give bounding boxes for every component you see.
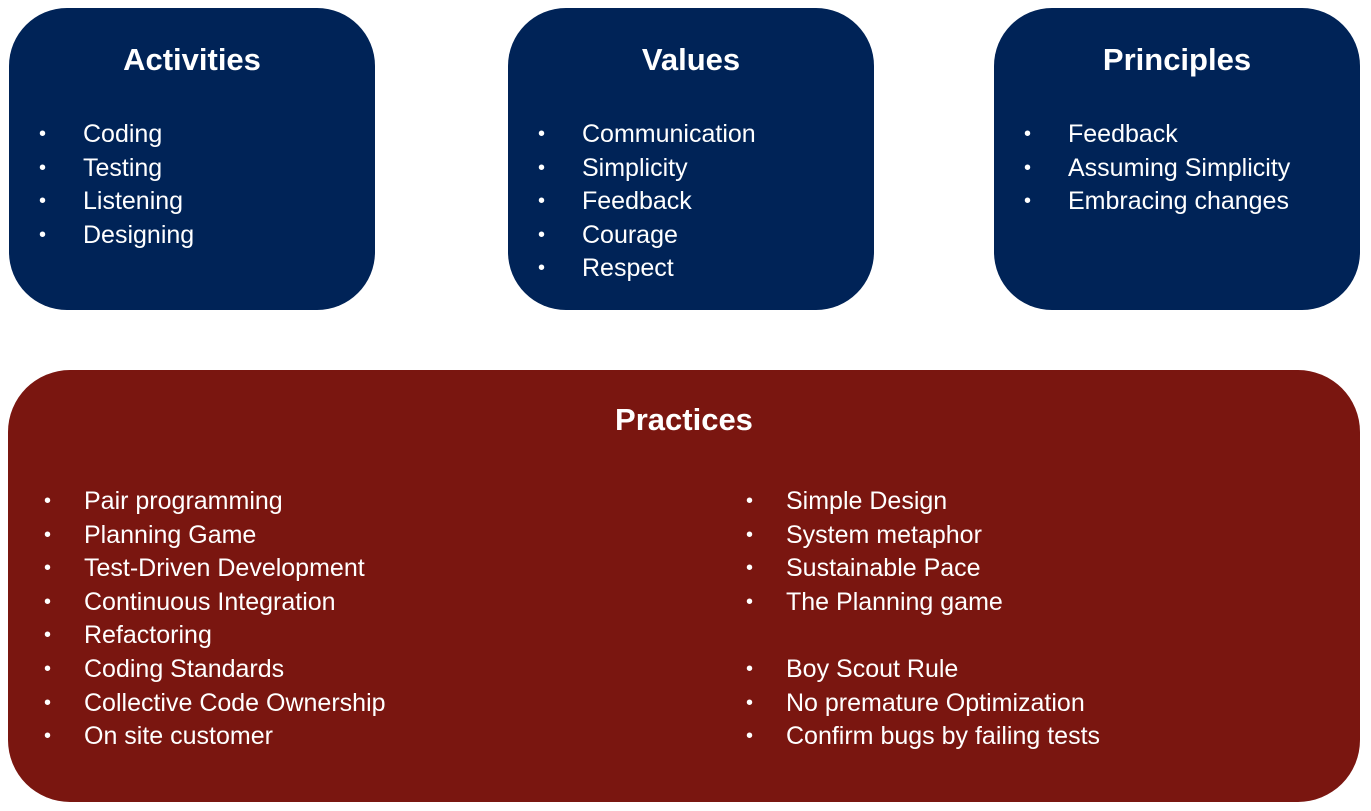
bullet-icon: • (39, 223, 47, 246)
bullet-icon: • (538, 223, 546, 246)
list-item-text: Continuous Integration (84, 587, 336, 616)
bullet-icon: • (538, 190, 546, 213)
list-item-text: Embracing changes (1068, 187, 1289, 216)
bullet-icon: • (44, 557, 52, 580)
principles-title: Principles (1102, 42, 1252, 77)
list-item-text: No premature Optimization (786, 688, 1085, 717)
principles-box: Principles • Feedback • Assuming Simplicity… (994, 8, 1360, 310)
bullet-icon: • (44, 725, 52, 748)
bullet-icon: • (44, 490, 52, 512)
list-item-text: Confirm bugs by failing tests (786, 722, 1101, 751)
bullet-icon: • (538, 123, 546, 145)
list-item-text: Feedback (582, 187, 692, 216)
list-item-text: Assuming Simplicity (1068, 153, 1291, 182)
bullet-icon: • (538, 156, 546, 179)
bullet-icon: • (44, 624, 52, 647)
bullet-icon: • (746, 490, 754, 512)
values-box: Values • Communication • Simplicity • Feedbac… (508, 8, 874, 310)
list-item-text: Feedback (1068, 120, 1178, 148)
bullet-icon: • (44, 590, 52, 613)
list-item-text: Coding (83, 120, 163, 148)
bullet-icon: • (1024, 190, 1032, 213)
bullet-icon: • (538, 257, 546, 280)
bullet-icon: • (44, 691, 52, 714)
list-item-text: Coding Standards (84, 654, 285, 683)
bullet-icon: • (746, 523, 754, 546)
bullet-icon: • (44, 657, 52, 680)
list-item-text: Sustainable Pace (786, 554, 981, 583)
bullet-icon: • (746, 557, 754, 580)
list-item-text: Simple Design (786, 487, 948, 515)
list-item-text: System metaphor (786, 520, 982, 549)
list-item-text: Boy Scout Rule (786, 654, 959, 683)
bullet-icon: • (1024, 156, 1032, 179)
list-item-text: Courage (582, 220, 678, 249)
list-item-text: Listening (83, 187, 184, 216)
list-item-text: The Planning game (786, 587, 1003, 616)
values-title: Values (641, 42, 741, 77)
bullet-icon: • (746, 725, 754, 748)
bullet-icon: • (44, 523, 52, 546)
list-item-text: Pair programming (84, 487, 283, 515)
activities-box: Activities • Coding • Testing • Listening • Des… (9, 8, 375, 310)
bullet-icon: • (39, 123, 47, 145)
bullet-icon: • (746, 590, 754, 613)
list-item-text: Test-Driven Development (84, 554, 365, 583)
activities-title: Activities (123, 42, 261, 77)
bullet-icon: • (746, 691, 754, 714)
list-item-text: Collective Code Ownership (84, 688, 386, 717)
list-item-text: Refactoring (84, 621, 212, 650)
list-item-text: Simplicity (582, 153, 688, 182)
list-item-text: On site customer (84, 722, 273, 751)
bullet-icon: • (39, 190, 47, 213)
list-item-text: Designing (83, 220, 195, 249)
practices-title: Practices (615, 402, 753, 437)
bullet-icon: • (39, 156, 47, 179)
list-item-text: Testing (83, 153, 163, 182)
list-item-text: Communication (582, 120, 756, 148)
bullet-icon: • (1024, 123, 1032, 145)
list-item-text: Planning Game (84, 520, 257, 549)
list-item-text: Respect (582, 254, 674, 283)
bullet-icon: • (746, 657, 754, 680)
practices-box: Practices • Pair programming • Planning Gam… (8, 370, 1360, 802)
